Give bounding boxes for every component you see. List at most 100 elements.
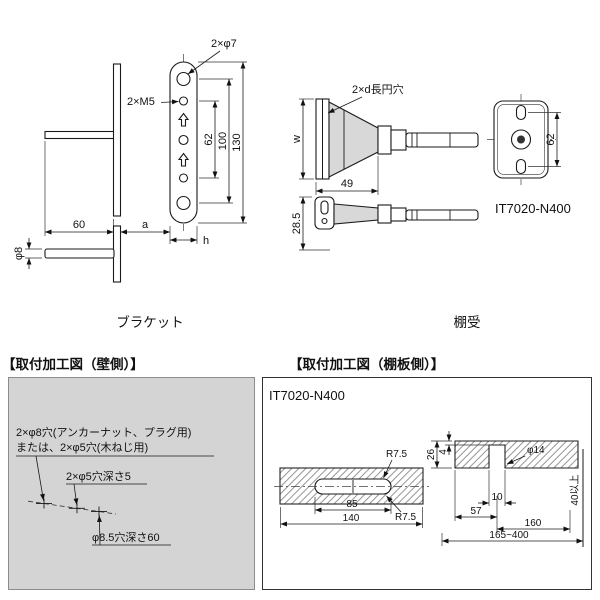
shelf-support-drawing: 2×d長円穴 w 49 xyxy=(291,82,571,330)
dim-4: 4 xyxy=(438,431,489,455)
leader-line xyxy=(35,455,45,501)
support-top-view xyxy=(315,98,479,180)
dim-130: 130 xyxy=(198,61,247,224)
wall-note-pilot: 2×φ5穴深さ5 xyxy=(66,469,131,483)
label-phi14-text: φ14 xyxy=(527,445,545,456)
bracket-top-view xyxy=(44,225,122,283)
board-section xyxy=(454,440,579,469)
dim-a: a xyxy=(120,219,170,235)
bracket-face-view xyxy=(169,54,198,231)
dim-49: 49 xyxy=(315,156,379,195)
hole-marks xyxy=(27,498,117,517)
hole-center xyxy=(178,134,189,146)
dim-130-text: 130 xyxy=(231,133,243,151)
dim-62-support: 62 xyxy=(528,112,561,167)
dim-49-text: 49 xyxy=(341,178,353,190)
wall-note-anchor: φ8.5穴深さ60 xyxy=(92,530,160,544)
dim-26-text: 26 xyxy=(426,449,437,461)
dim-4-text: 4 xyxy=(438,449,449,455)
dim-phi8: φ8 xyxy=(13,238,42,269)
wall-panel-title: 【取付加工図（壁側）】 xyxy=(2,356,144,372)
support-rod-base xyxy=(390,129,407,151)
dim-a-text: a xyxy=(142,219,149,231)
hole-phi7-top xyxy=(176,71,191,87)
support-side-view xyxy=(314,196,479,230)
dim-h: h xyxy=(169,226,209,247)
dim-62: 62 xyxy=(199,100,219,179)
support-end-view xyxy=(487,94,556,185)
dim-w-text: w xyxy=(291,135,303,144)
keyhole-section-view xyxy=(454,440,579,469)
wall-install-section: 【取付加工図（壁側）】 2×φ8穴(アンカーナット、プラグ用) または、2×φ5… xyxy=(2,356,255,590)
plate-slot xyxy=(320,200,329,215)
leader-line xyxy=(73,483,79,506)
dim-57: 57 xyxy=(454,470,498,533)
dim-62-text: 62 xyxy=(203,133,215,145)
dim-range: 165~400 xyxy=(441,530,583,546)
dim-85-text: 85 xyxy=(346,499,358,510)
clip-arrow-icon xyxy=(177,152,190,167)
dim-60-text: 60 xyxy=(73,219,85,231)
leader-line xyxy=(97,515,102,546)
plate-hole xyxy=(321,217,328,225)
dim-140: 140 xyxy=(280,507,423,528)
bracket-rod xyxy=(44,130,115,140)
label-2xm5-text: 2×M5 xyxy=(127,96,155,108)
support-part-number: IT7020-N400 xyxy=(495,201,571,216)
oblong-hole-bottom xyxy=(515,158,527,175)
dim-26: 26 xyxy=(426,440,452,469)
oblong-hole-top xyxy=(515,104,527,121)
dim-28-5: 28.5 xyxy=(291,196,330,251)
dim-range-text: 165~400 xyxy=(489,530,529,541)
bracket-plate-edge xyxy=(112,63,122,217)
support-rod-side xyxy=(405,209,479,221)
bracket-rod-top xyxy=(44,248,115,259)
label-slot: 2×d長円穴 xyxy=(327,82,404,114)
dim-r75-bottom: R7.5 xyxy=(386,495,417,523)
support-cone-side xyxy=(333,203,379,225)
dim-85: 85 xyxy=(314,497,392,514)
hole-phi7-bottom xyxy=(176,195,191,211)
dim-r75-bottom-text: R7.5 xyxy=(395,512,417,523)
clip-arrow-icon xyxy=(177,112,190,127)
label-2xphi7: 2×φ7 xyxy=(187,38,237,75)
support-rod xyxy=(405,132,479,148)
shelf-panel-title: 【取付加工図（棚板側）】 xyxy=(289,356,444,372)
support-cone xyxy=(328,101,379,178)
label-slot-text: 2×d長円穴 xyxy=(352,82,404,96)
label-2xphi7-text: 2×φ7 xyxy=(211,38,237,50)
dim-160: 160 xyxy=(497,510,571,533)
dim-28-5-text: 28.5 xyxy=(291,213,303,234)
leader-line xyxy=(187,50,221,75)
hole-m5-bottom xyxy=(178,173,189,183)
dim-160-text: 160 xyxy=(525,518,542,529)
bracket-caption: ブラケット xyxy=(116,314,184,330)
slot-plan-view xyxy=(274,467,429,505)
dim-h-text: h xyxy=(203,235,209,247)
dim-phi8-text: φ8 xyxy=(13,247,25,260)
wall-note-holes-1: 2×φ8穴(アンカーナット、プラグ用) xyxy=(16,425,191,439)
hole-m5-top xyxy=(178,96,189,106)
dim-62-support-text: 62 xyxy=(545,133,557,145)
leader-line xyxy=(327,96,363,114)
dim-57-text: 57 xyxy=(470,506,482,517)
shelf-panel-part-number: IT7020-N400 xyxy=(269,388,345,403)
wall-note-holes-2: または、2×φ5穴(木ねじ用) xyxy=(16,440,148,454)
dim-100: 100 xyxy=(199,78,233,204)
leader-line xyxy=(160,99,179,105)
dim-r75-top-text: R7.5 xyxy=(386,449,408,460)
center-pin xyxy=(517,135,525,144)
support-collar-side xyxy=(377,204,392,224)
support-collar xyxy=(377,125,392,155)
shelf-install-section: 【取付加工図（棚板側）】 IT7020-N400 R7.5 R7.5 85 xyxy=(262,356,592,590)
support-caption: 棚受 xyxy=(454,315,481,330)
bracket-front-view xyxy=(44,63,122,217)
dim-60: 60 xyxy=(44,141,114,236)
label-phi14: φ14 xyxy=(506,445,545,465)
wall-panel-box xyxy=(8,377,255,590)
bracket-drawing: 2×φ7 2×M5 62 100 130 xyxy=(13,38,247,330)
dim-r75-top: R7.5 xyxy=(383,449,408,479)
dim-100-text: 100 xyxy=(217,132,229,150)
